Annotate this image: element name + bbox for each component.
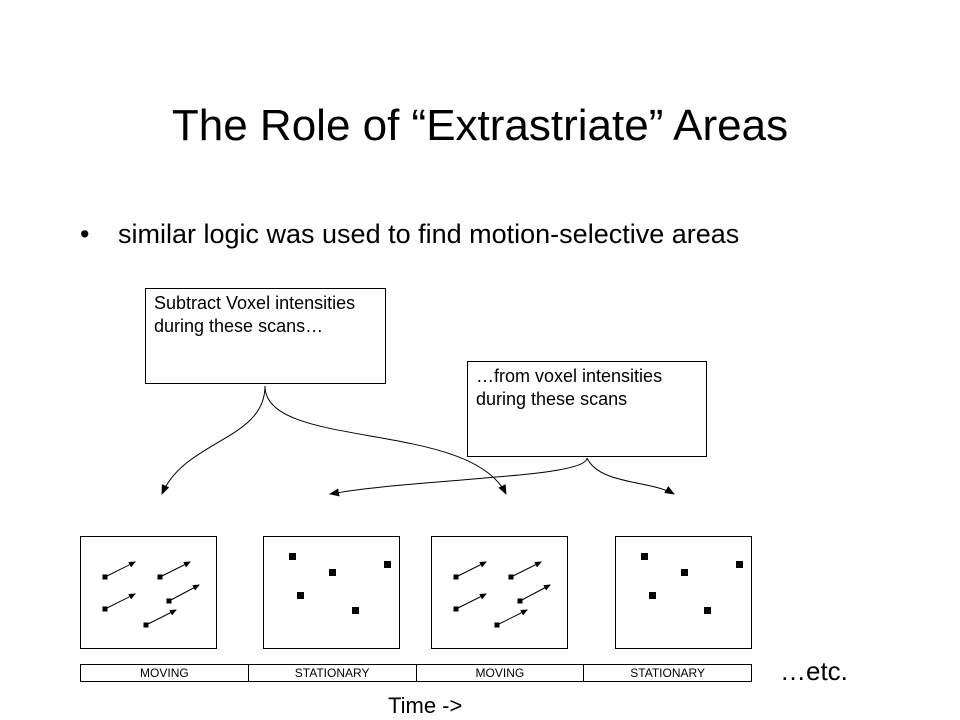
stimulus-panel-2	[263, 536, 400, 649]
time-axis-label: Time ->	[388, 693, 463, 718]
moving-dots-icon	[102, 561, 200, 628]
from-callout: …from voxel intensities during these sca…	[467, 361, 707, 457]
stimulus-panel-3	[431, 536, 568, 649]
arrow-from-to-panel-4	[586, 457, 675, 495]
timeline-segment: STATIONARY	[583, 665, 751, 681]
timeline-segment: MOVING	[140, 666, 189, 680]
arrow-subtract-to-panel-3	[264, 385, 507, 495]
arrow-from-to-panel-2	[329, 457, 588, 497]
bullet-text: similar logic was used to find motion-se…	[118, 219, 740, 249]
stimulus-panel-1	[80, 536, 217, 649]
etc-label: …etc.	[780, 656, 848, 686]
slide-title: The Role of “Extrastriate” Areas	[171, 101, 789, 150]
timeline-segment: STATIONARY	[247, 665, 416, 681]
stationary-dots-icon	[289, 553, 391, 614]
timeline-segment: MOVING	[415, 665, 584, 681]
stationary-dots-icon	[641, 553, 743, 614]
stimulus-panel-4	[615, 536, 752, 649]
bullet-dot: •	[80, 219, 90, 249]
bullet-item: • similar logic was used to find motion-s…	[80, 216, 739, 252]
moving-dots-icon	[453, 561, 551, 628]
arrow-subtract-to-panel-1	[161, 385, 266, 495]
subtract-callout: Subtract Voxel intensities during these …	[145, 288, 386, 384]
timeline-bar: MOVING STATIONARY MOVING STATIONARY	[80, 664, 752, 682]
